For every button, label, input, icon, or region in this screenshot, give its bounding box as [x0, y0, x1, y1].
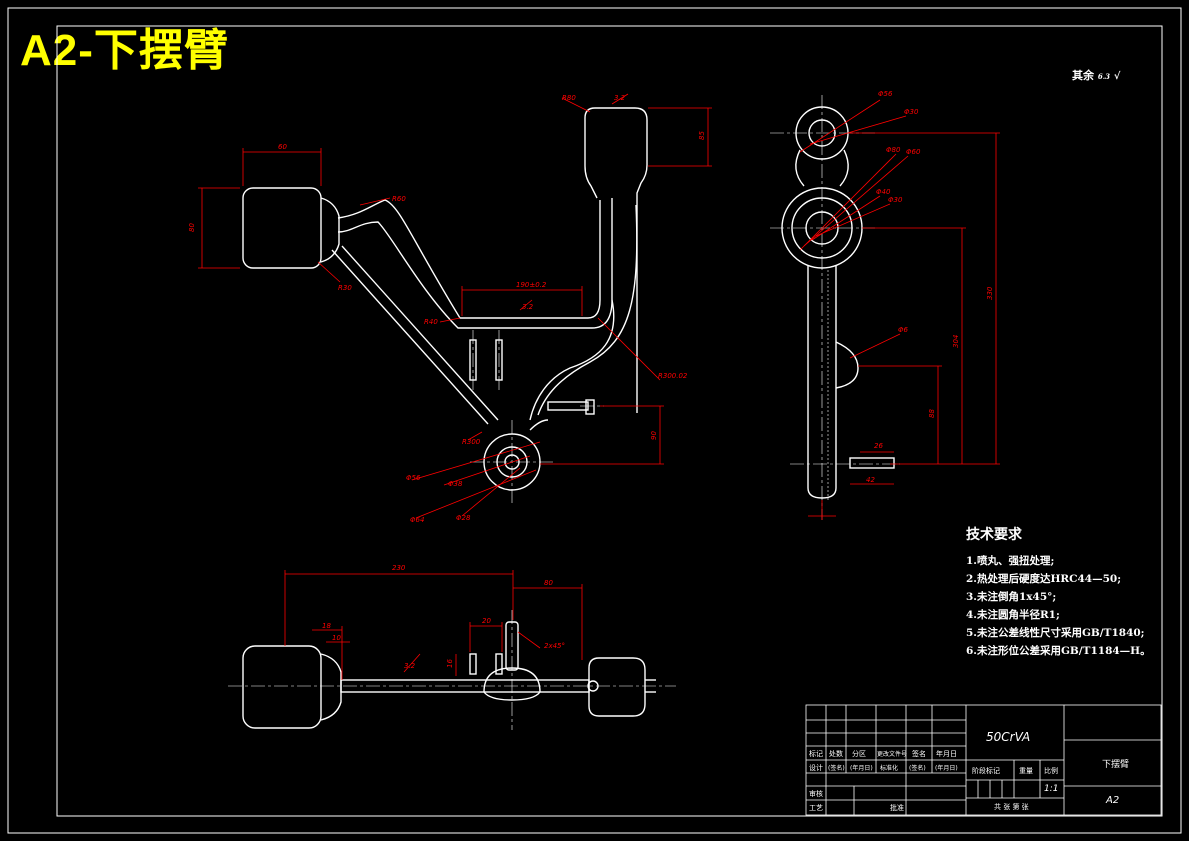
rev-mark-label: 标记	[809, 750, 823, 758]
weight-label-text: 重量	[1019, 767, 1033, 775]
rev-zone-label: 分区	[852, 750, 866, 758]
scale-value-text: 1:1	[1044, 784, 1059, 794]
part-name-text: 下摆臂	[1102, 760, 1130, 770]
standard-label: 标准化	[880, 765, 899, 772]
plan-dimension-labels: 60 80 R60 R30 R80 3.2 R40 85 190±0.2 3.2…	[188, 94, 706, 524]
side-dimension-labels: Φ56 Φ30 Φ80 Φ60 Φ40 Φ30 Φ6 26 42 330 304…	[866, 90, 994, 484]
scale-label-text: 比例	[1044, 767, 1058, 775]
dim-front-16: 16	[446, 659, 454, 668]
roughness-note: 其余 6.3 √	[1072, 67, 1120, 83]
dim-85: 85	[698, 131, 706, 140]
tech-requirement-item: 4.未注圆角半径R1;	[966, 609, 1060, 621]
approve-label: 批准	[890, 804, 904, 812]
dim-r300: R300.02	[658, 372, 688, 380]
dim-side-phi60: Φ60	[906, 148, 921, 156]
dim-side-phi40: Φ40	[876, 188, 891, 196]
tech-requirement-item: 6.未注形位公差采用GB/T1184—H。	[966, 645, 1151, 657]
sheets-text: 共 张 第 张	[994, 803, 1029, 811]
rev-sign-label: 签名	[912, 750, 926, 758]
dim-side-88: 88	[928, 409, 936, 418]
dim-phi56: Φ56	[406, 474, 421, 482]
side-view	[781, 106, 895, 499]
title-block	[805, 704, 1162, 816]
drawing-number-text: A2	[1106, 795, 1120, 806]
stage-mark-text: 阶段标记	[972, 767, 1000, 775]
dim-80: 80	[188, 223, 196, 232]
dim-90: 90	[650, 431, 658, 440]
dim-phi64: Φ64	[410, 516, 424, 524]
dim-side-phi56: Φ56	[878, 90, 893, 98]
rev-count-label: 处数	[829, 750, 843, 758]
dim-front-18: 18	[322, 622, 331, 630]
dim-r30: R30	[338, 284, 352, 292]
dim-side-26: 26	[874, 442, 883, 450]
design-label: 设计	[809, 764, 823, 772]
dim-front-80: 80	[544, 579, 553, 587]
dim-phi28: Φ28	[456, 514, 471, 522]
material-text: 50CrVA	[986, 730, 1031, 744]
roughness-label: 其余	[1072, 69, 1094, 82]
dim-side-phi80: Φ80	[886, 146, 901, 154]
dim-front-20: 20	[482, 617, 491, 625]
process-label: 工艺	[809, 804, 823, 812]
dim-side-phi6: Φ6	[898, 326, 909, 334]
dim-190: 190±0.2	[516, 281, 547, 289]
dim-front-rough: 3.2	[404, 662, 416, 670]
dim-r40: R40	[424, 318, 438, 326]
design-date-label: (年月日)	[850, 765, 873, 772]
dim-60: 60	[278, 143, 287, 151]
dim-front-10: 10	[332, 634, 341, 642]
plan-view	[242, 107, 648, 491]
dim-front-230: 230	[392, 564, 406, 572]
tech-requirement-item: 5.未注公差线性尺寸采用GB/T1840;	[966, 627, 1145, 639]
sheet-title: A2-下摆臂	[20, 26, 229, 75]
design-sign-label: (签名)	[828, 765, 845, 772]
tech-requirement-item: 2.热处理后硬度达HRC44—50;	[966, 573, 1122, 585]
dim-side-304: 304	[952, 335, 960, 348]
dim-side-phi30b: Φ30	[888, 196, 903, 204]
tech-requirements-heading: 技术要求	[966, 527, 1022, 543]
front-dimension-labels: 230 80 18 10 3.2 20 16 2x45°	[322, 564, 565, 670]
dim-r300b: R300	[462, 438, 481, 446]
dim-side-42: 42	[866, 476, 875, 484]
tech-requirements: 技术要求 1.喷丸、强扭处理; 2.热处理后硬度达HRC44—50; 3.未注倒…	[966, 524, 1151, 660]
tech-requirement-item: 3.未注倒角1x45°;	[966, 591, 1057, 603]
dim-side-330: 330	[986, 286, 994, 300]
roughness-symbol-icon: √	[1113, 71, 1121, 82]
dim-rough-32a: 3.2	[614, 94, 626, 102]
dim-r60: R60	[392, 195, 406, 203]
front-view	[242, 621, 656, 729]
dim-rough-32b: 3.2	[522, 303, 534, 311]
dim-phi38: Φ38	[448, 480, 463, 488]
dim-front-chamfer: 2x45°	[544, 642, 565, 650]
rev-date-label: 年月日	[936, 750, 957, 758]
dim-side-phi30: Φ30	[904, 108, 919, 116]
standard-sign-label: (签名)	[909, 765, 926, 772]
rev-doc-label: 更改文件号	[877, 751, 908, 758]
tech-requirement-item: 1.喷丸、强扭处理;	[966, 555, 1055, 567]
roughness-value: 6.3	[1097, 72, 1111, 81]
review-label: 审核	[809, 790, 823, 798]
standard-date-label: (年月日)	[935, 765, 958, 772]
dim-r80: R80	[562, 94, 576, 102]
